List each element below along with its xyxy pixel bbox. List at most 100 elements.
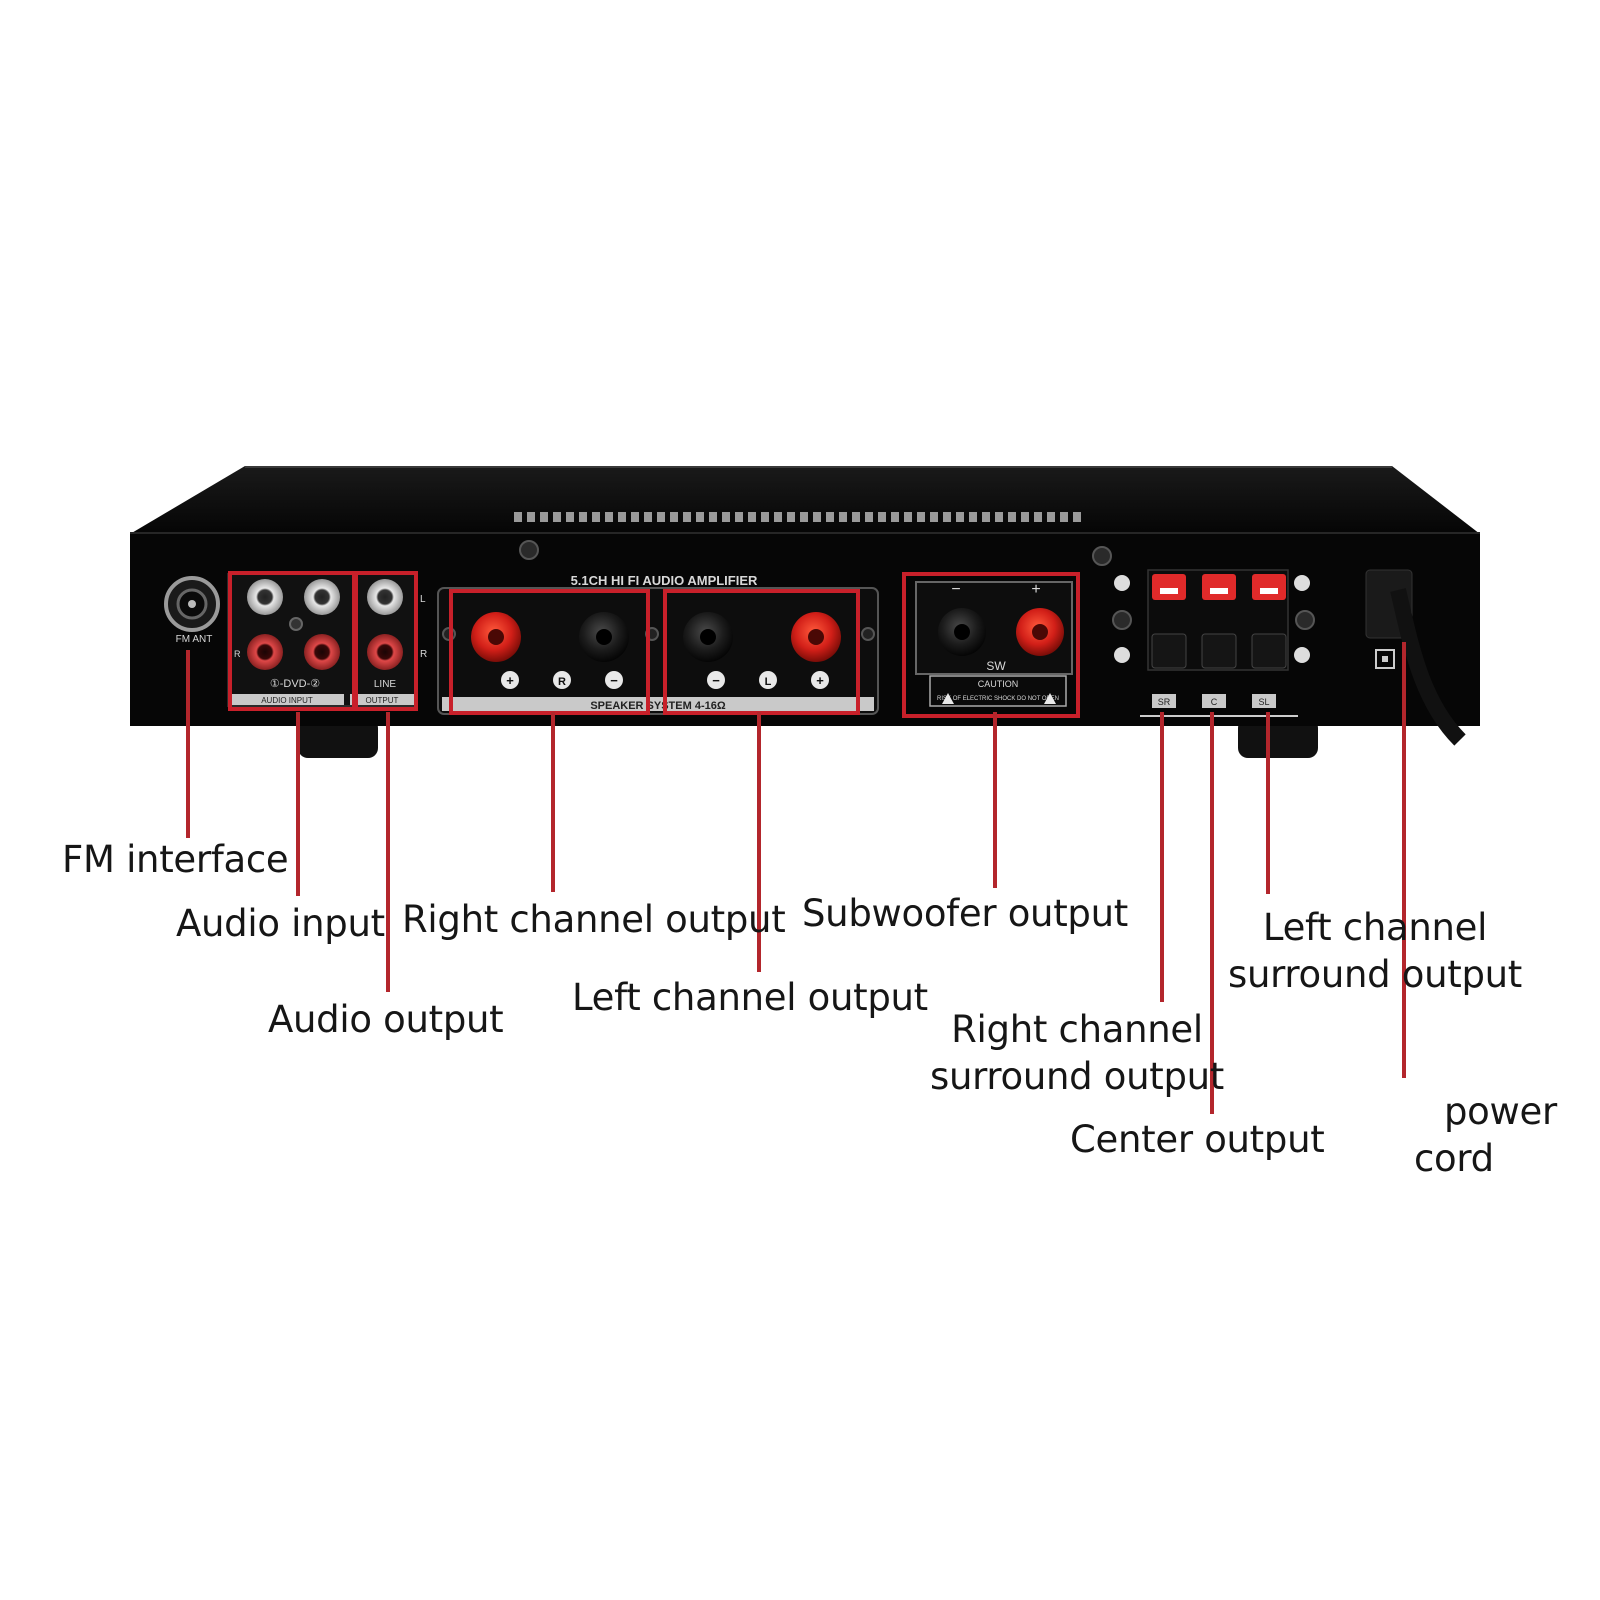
- vent-slot: [657, 512, 665, 522]
- vent-slot: [800, 512, 808, 522]
- rca-jacks: [247, 579, 403, 670]
- left-terminal-mark: L: [765, 676, 772, 688]
- callout-power-cord: power cord: [1414, 1088, 1557, 1182]
- vent-slot: [917, 512, 925, 522]
- callout-audio-output: Audio output: [268, 998, 504, 1041]
- frame-right-channel: [449, 589, 650, 715]
- left-plus-mark: +: [816, 673, 824, 688]
- vent-slot: [605, 512, 613, 522]
- amplifier-feet: [298, 718, 1318, 758]
- callout-power-cord-line1: power: [1444, 1090, 1557, 1133]
- vent-slot: [995, 512, 1003, 522]
- vent-slot: [813, 512, 821, 522]
- vent-slot: [709, 512, 717, 522]
- callout-right-surround: Right channel surround output: [930, 1006, 1224, 1100]
- c-label: C: [1211, 697, 1218, 707]
- vent-slot: [1073, 512, 1081, 522]
- callout-right-channel-output: Right channel output: [402, 898, 786, 941]
- vent-slot: [761, 512, 769, 522]
- rca-left-label: L: [420, 594, 426, 605]
- left-minus-mark: −: [712, 673, 720, 688]
- sw-plus-label: +: [1031, 581, 1040, 598]
- vent-slot: [553, 512, 561, 522]
- rca-right-label: R: [420, 649, 427, 660]
- vent-slot: [1047, 512, 1055, 522]
- vent-slot: [592, 512, 600, 522]
- vent-slot: [826, 512, 834, 522]
- vent-slot: [1008, 512, 1016, 522]
- vent-slot: [969, 512, 977, 522]
- vent-slot: [748, 512, 756, 522]
- audio-output-panel-label: OUTPUT: [366, 696, 399, 705]
- leader-lines: [186, 642, 1406, 1114]
- vent-slot: [865, 512, 873, 522]
- vent-slot: [722, 512, 730, 522]
- vent-slot: [891, 512, 899, 522]
- frame-subwoofer: [902, 572, 1080, 718]
- vent-slot: [683, 512, 691, 522]
- callout-fm-interface: FM interface: [62, 838, 289, 881]
- sw-minus-label: −: [951, 581, 960, 598]
- rca-right-label-left: R: [234, 649, 241, 659]
- vent-slot: [852, 512, 860, 522]
- vent-slot: [566, 512, 574, 522]
- callout-left-surround-line1: Left channel: [1262, 906, 1488, 949]
- vent-slot: [904, 512, 912, 522]
- vent-slot: [670, 512, 678, 522]
- fm-antenna-jack: FM ANT: [164, 576, 220, 645]
- callout-right-surround-line1: Right channel: [951, 1008, 1203, 1051]
- callout-left-surround: Left channel surround output: [1228, 904, 1522, 998]
- callout-audio-input: Audio input: [176, 902, 385, 945]
- right-plus-mark: +: [506, 673, 514, 688]
- vent-slot: [878, 512, 886, 522]
- sw-label: SW: [986, 659, 1006, 673]
- fm-ant-label: FM ANT: [176, 634, 213, 645]
- amp-title-label: 5.1CH HI FI AUDIO AMPLIFIER: [571, 573, 758, 588]
- sr-label: SR: [1158, 697, 1171, 707]
- callout-left-channel-output: Left channel output: [572, 976, 928, 1019]
- panel-screws: [519, 540, 1315, 663]
- vent-slots: [514, 512, 1081, 522]
- vent-slot: [735, 512, 743, 522]
- vent-slot: [930, 512, 938, 522]
- vent-slot: [943, 512, 951, 522]
- vent-slot: [839, 512, 847, 522]
- speaker-terminal-panel: 5.1CH HI FI AUDIO AMPLIFIER SPEAKER SYST…: [437, 573, 879, 715]
- vent-slot: [618, 512, 626, 522]
- rca-line-label: LINE: [374, 679, 397, 690]
- surround-spring-terminals: SR C SL: [1140, 569, 1310, 717]
- sl-label: SL: [1258, 697, 1269, 707]
- caution-text: RISK OF ELECTRIC SHOCK DO NOT OPEN: [937, 696, 1059, 702]
- rca-dvd-label: ①-DVD-②: [270, 678, 320, 690]
- vent-slot: [787, 512, 795, 522]
- frame-left-channel: [663, 589, 860, 715]
- subwoofer-terminal: − + SW CAUTION RISK OF ELECTRIC SHOCK DO…: [915, 581, 1073, 707]
- vent-slot: [1034, 512, 1042, 522]
- vent-slot: [774, 512, 782, 522]
- vent-slot: [644, 512, 652, 522]
- rca-panel: ①-DVD-② LINE L R R AUDIO INPUT OUTPUT: [227, 573, 427, 707]
- vent-slot: [579, 512, 587, 522]
- power-cord: [1365, 569, 1466, 746]
- vent-slot: [982, 512, 990, 522]
- vent-slot: [527, 512, 535, 522]
- audio-input-panel-label: AUDIO INPUT: [261, 696, 313, 705]
- vent-slot: [1060, 512, 1068, 522]
- callout-subwoofer-output: Subwoofer output: [802, 892, 1128, 935]
- right-minus-mark: −: [610, 673, 618, 688]
- frame-audio-output: [354, 571, 418, 711]
- vent-slot: [514, 512, 522, 522]
- caution-label: CAUTION: [978, 679, 1019, 689]
- callout-right-surround-line2: surround output: [930, 1055, 1225, 1098]
- speaker-system-label: SPEAKER SYSTEM 4-16Ω: [590, 700, 726, 712]
- right-terminal-mark: R: [558, 676, 566, 688]
- vent-slot: [631, 512, 639, 522]
- highlight-frames: [228, 571, 1080, 718]
- callout-center-output: Center output: [1070, 1118, 1325, 1161]
- vent-slot: [696, 512, 704, 522]
- vent-slot: [540, 512, 548, 522]
- vent-slot: [1021, 512, 1029, 522]
- vent-slot: [956, 512, 964, 522]
- callout-left-surround-line2: surround output: [1228, 953, 1523, 996]
